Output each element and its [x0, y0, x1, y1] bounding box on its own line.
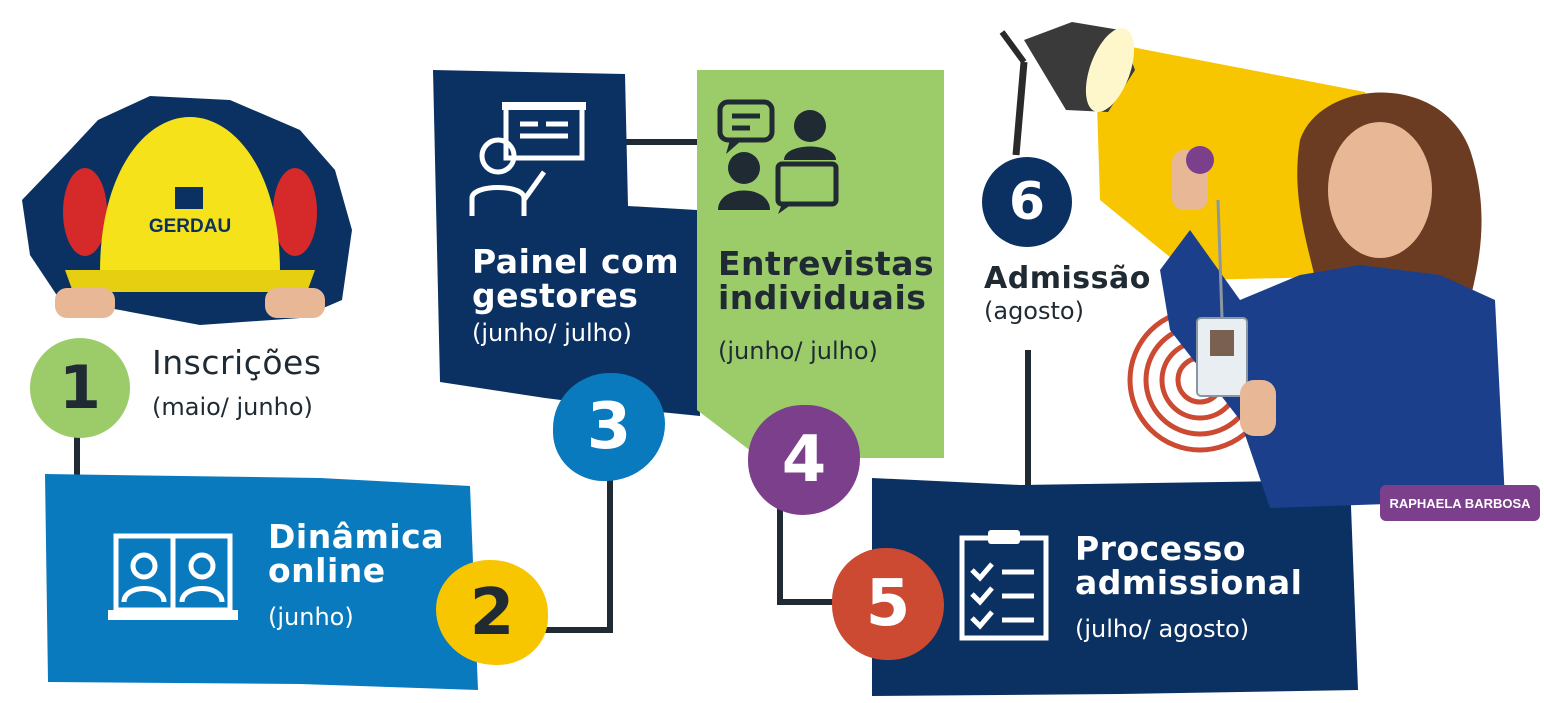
step-5-title: Processo admissional [1075, 532, 1302, 599]
step-6-number: 6 [1008, 172, 1046, 232]
lamp-illustration [999, 22, 1135, 156]
step-3-title: Painel com gestores [472, 245, 679, 312]
step-5-period: (julho/ agosto) [1075, 615, 1250, 643]
video-call-icon [108, 532, 238, 628]
step-1-number-badge: 1 [30, 338, 130, 438]
step-6-title: Admissão [984, 261, 1151, 296]
step-2-title: Dinâmica online [268, 520, 444, 587]
connector-4-5 [777, 500, 840, 605]
photo-credit-badge: RAPHAELA BARBOSA [1380, 485, 1540, 521]
step-2-box [45, 474, 478, 690]
checklist-icon [958, 528, 1050, 646]
step-2-title-line-1: Dinâmica [268, 517, 444, 556]
step-6-number-badge: 6 [982, 157, 1072, 247]
step-3-title-line-2: gestores [472, 275, 639, 315]
person-photo [1160, 92, 1505, 508]
step-5-number-badge: 5 [832, 548, 944, 660]
step-4-title: Entrevistas individuais [718, 247, 934, 314]
step-1-title: Inscrições [152, 346, 322, 380]
step-4-title-line-1: Entrevistas [718, 244, 935, 283]
step-4-title-line-2: individuais [718, 277, 927, 317]
step-4-period: (junho/ julho) [718, 337, 878, 365]
step-2-number-badge: 2 [436, 560, 548, 665]
step-1-period: (maio/ junho) [152, 393, 313, 421]
helmet-photo: GERDAU [45, 112, 335, 322]
step-1-title-line: Inscrições [152, 343, 322, 382]
step-5-title-line-1: Processo [1075, 529, 1247, 568]
interview-chat-icon [716, 98, 840, 218]
step-1-number: 1 [59, 353, 101, 423]
step-6-title-line: Admissão [984, 261, 1151, 296]
step-3-period: (junho/ julho) [472, 319, 632, 347]
step-3-title-line-1: Painel com [472, 242, 680, 281]
photo-credit-text: RAPHAELA BARBOSA [1389, 495, 1531, 511]
step-6-period: (agosto) [984, 297, 1084, 325]
step-3-box [433, 70, 700, 416]
step-4-number-badge: 4 [748, 405, 860, 515]
step-3-number-badge: 3 [553, 373, 665, 481]
step-5-number: 5 [865, 567, 911, 641]
helmet-icon [55, 117, 325, 318]
step-4-number: 4 [781, 423, 827, 497]
step-2-period: (junho) [268, 603, 354, 631]
helmet-brand-text: GERDAU [148, 216, 232, 237]
step-2-number: 2 [469, 575, 515, 650]
presentation-icon [468, 102, 588, 224]
step-3-number: 3 [586, 390, 632, 464]
step-5-title-line-2: admissional [1075, 562, 1303, 602]
step-2-title-line-2: online [268, 550, 386, 590]
